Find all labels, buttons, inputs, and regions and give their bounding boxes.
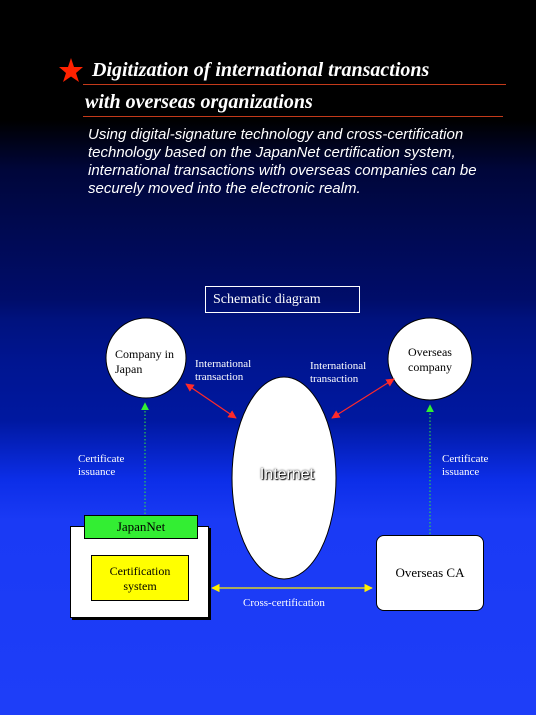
company-japan-node [105, 317, 187, 399]
company-japan-label: Company in Japan [115, 347, 174, 376]
star-icon [59, 58, 83, 82]
cross-certification-label: Cross-certification [243, 597, 325, 609]
title-rule-2 [83, 116, 503, 117]
intl-transaction-arrow-right [331, 378, 395, 419]
intl-transaction-label-right: International transaction [310, 360, 367, 385]
cert-issuance-label-right: Certificate issuance [442, 453, 489, 478]
title-line-1: Digitization of international transactio… [92, 59, 430, 81]
internet-label: Internet [259, 466, 315, 483]
intl-transaction-label-left: International transaction [195, 358, 252, 383]
title-rule-1 [83, 84, 506, 85]
subtitle-text: Using digital-signature technology and c… [88, 126, 477, 197]
title-line-2: with overseas organizations [85, 91, 313, 113]
intl-transaction-arrow-left [185, 383, 237, 419]
overseas-company-node [387, 317, 473, 401]
japannet-label: JapanNet [84, 515, 198, 539]
certification-system-box: Certification system [91, 555, 189, 601]
cert-issuance-label-left: Certificate issuance [78, 453, 125, 478]
overseas-ca-box: Overseas CA [376, 535, 484, 611]
schematic-diagram-caption: Schematic diagram [205, 286, 360, 313]
internet-node [231, 376, 337, 580]
overseas-company-label: Overseas company [408, 345, 452, 374]
